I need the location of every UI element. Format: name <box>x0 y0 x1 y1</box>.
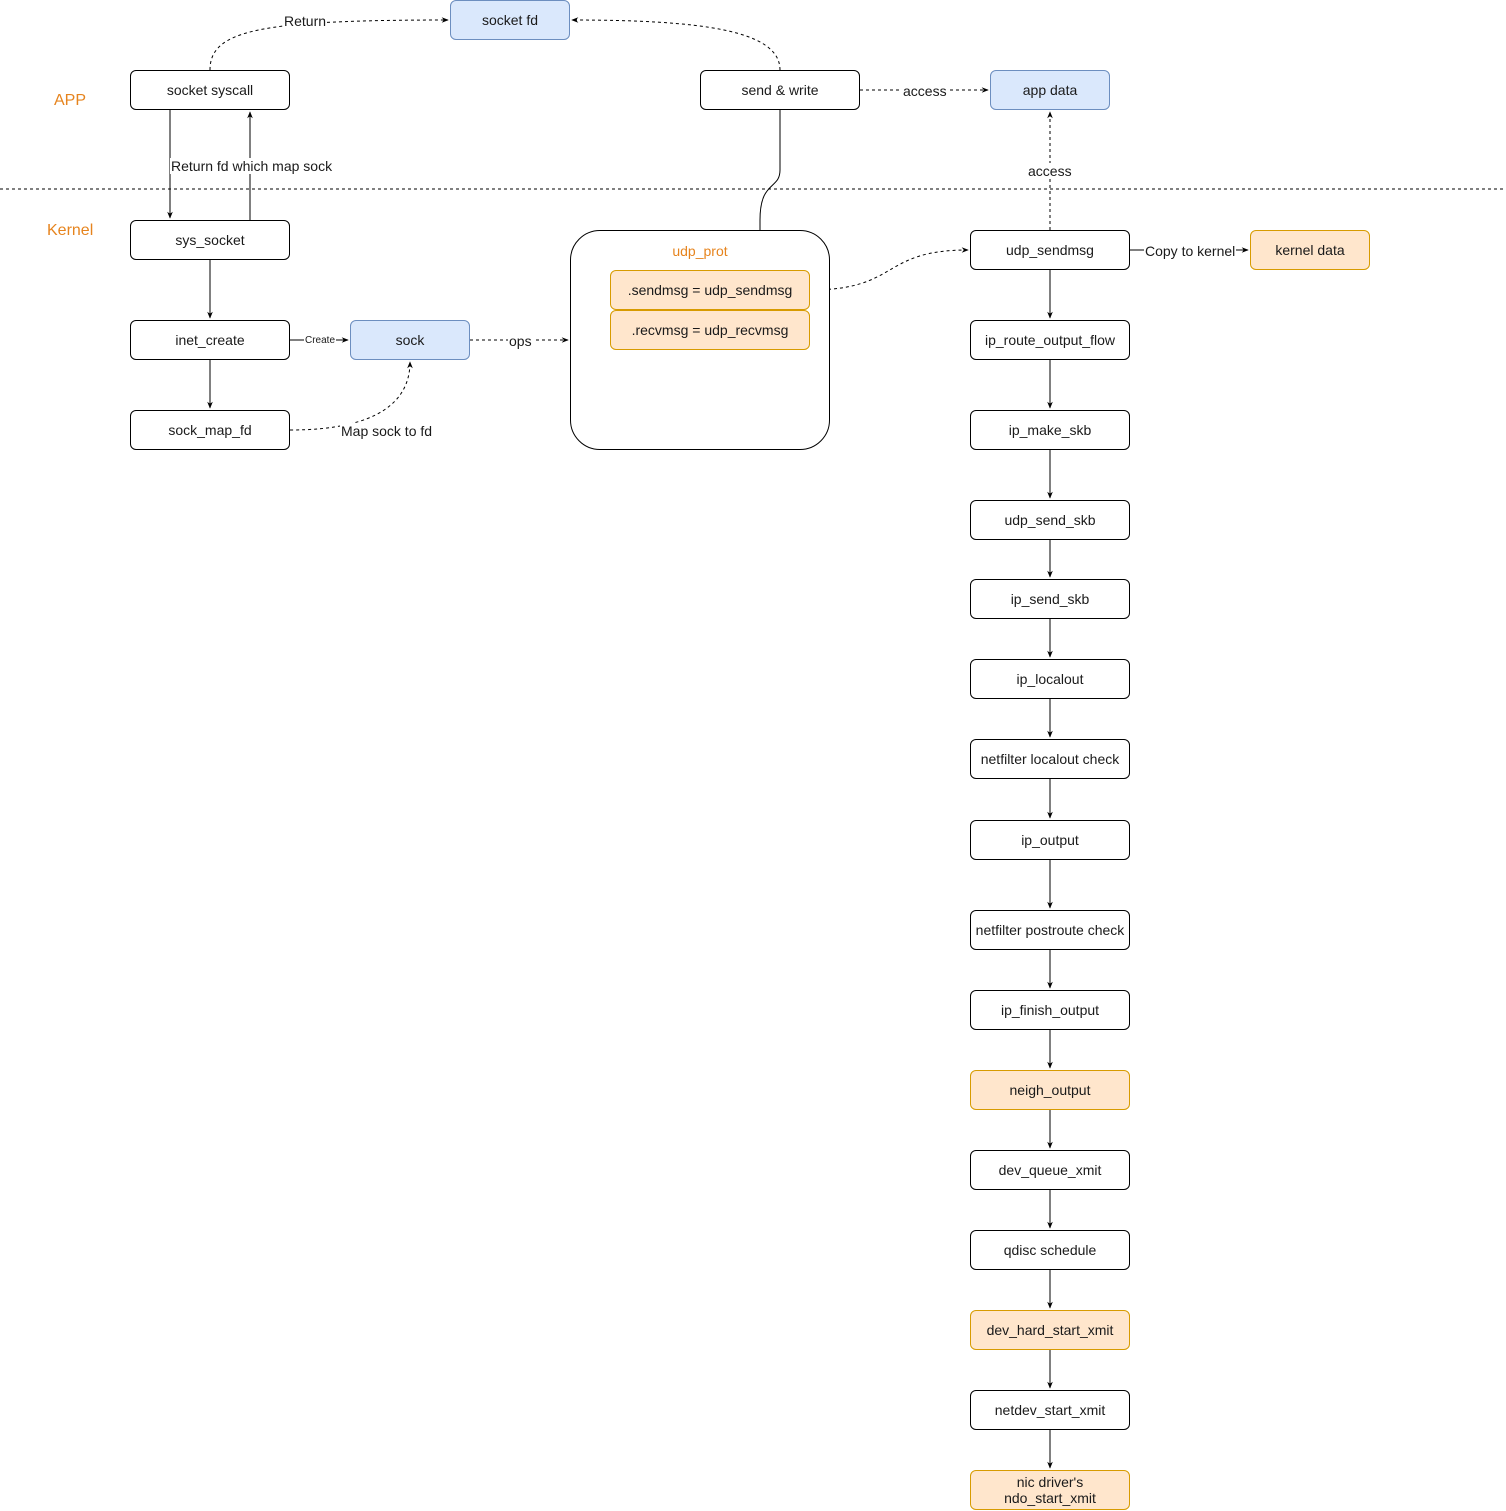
nic-driver-node[interactable]: nic driver's ndo_start_xmit <box>970 1470 1130 1510</box>
lane-label-kernel: Kernel <box>47 222 94 239</box>
netfilter-localout-node[interactable]: netfilter localout check <box>970 739 1130 779</box>
edge-sendmsg-to-udpsendmsg <box>809 247 969 291</box>
ip-output-node[interactable]: ip_output <box>970 820 1130 860</box>
edge-label-return: Return <box>283 13 328 29</box>
kernel-data-node[interactable]: kernel data <box>1250 230 1370 270</box>
socket-syscall-node[interactable]: socket syscall <box>130 70 290 110</box>
dev-queue-xmit-node[interactable]: dev_queue_xmit <box>970 1150 1130 1190</box>
inet-create-node[interactable]: inet_create <box>130 320 290 360</box>
edge-send-to-fd <box>571 17 781 71</box>
sendmsg-field-node[interactable]: .sendmsg = udp_sendmsg <box>610 270 810 310</box>
qdisc-schedule-node[interactable]: qdisc schedule <box>970 1230 1130 1270</box>
send-write-node[interactable]: send & write <box>700 70 860 110</box>
ip-make-skb-node[interactable]: ip_make_skb <box>970 410 1130 450</box>
udp-sendmsg-node[interactable]: udp_sendmsg <box>970 230 1130 270</box>
recvmsg-field-node[interactable]: .recvmsg = udp_recvmsg <box>610 310 810 350</box>
edge-label-access-up: access <box>1027 163 1073 179</box>
udp-send-skb-node[interactable]: udp_send_skb <box>970 500 1130 540</box>
sys-socket-node[interactable]: sys_socket <box>130 220 290 260</box>
nic-driver-line2: ndo_start_xmit <box>1004 1490 1096 1506</box>
udp-prot-title: udp_prot <box>672 243 728 259</box>
edge-label-copy-to-kernel: Copy to kernel <box>1144 243 1237 259</box>
edge-send-to-sendmsg <box>757 110 781 269</box>
edge-label-access-send: access <box>902 83 948 99</box>
sock-map-fd-node[interactable]: sock_map_fd <box>130 410 290 450</box>
ip-finish-output-node[interactable]: ip_finish_output <box>970 990 1130 1030</box>
edge-sockmapfd-to-sock <box>289 361 413 431</box>
netdev-start-xmit-node[interactable]: netdev_start_xmit <box>970 1390 1130 1430</box>
socket-fd-node[interactable]: socket fd <box>450 0 570 40</box>
edge-label-create: Create <box>304 335 337 347</box>
ip-localout-node[interactable]: ip_localout <box>970 659 1130 699</box>
lane-label-app: APP <box>54 92 87 109</box>
ip-send-skb-node[interactable]: ip_send_skb <box>970 579 1130 619</box>
dev-hard-start-xmit-node[interactable]: dev_hard_start_xmit <box>970 1310 1130 1350</box>
neigh-output-node[interactable]: neigh_output <box>970 1070 1130 1110</box>
edge-label-ops: ops <box>508 333 533 349</box>
nic-driver-line1: nic driver's <box>1016 1474 1084 1490</box>
edge-label-map-sock: Map sock to fd <box>340 423 434 439</box>
sock-node[interactable]: sock <box>350 320 470 360</box>
edge-label-return-fd: Return fd which map sock <box>170 158 334 174</box>
edge-syscall-to-fd <box>209 17 449 71</box>
app-data-node[interactable]: app data <box>990 70 1110 110</box>
netfilter-postroute-node[interactable]: netfilter postroute check <box>970 910 1130 950</box>
ip-route-output-flow-node[interactable]: ip_route_output_flow <box>970 320 1130 360</box>
